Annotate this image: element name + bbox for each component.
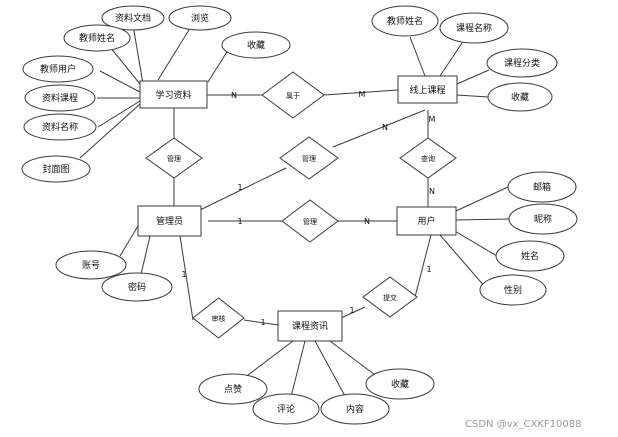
attribute-admin-account: 账号	[55, 250, 127, 280]
relationship-label: 属于	[286, 92, 300, 100]
relationship-label: 提交	[383, 293, 397, 302]
attribute-admin-password: 密码	[101, 272, 173, 302]
attribute-user-name: 姓名	[495, 240, 565, 272]
entity-admin: 管理员	[137, 205, 202, 237]
attribute-material-teacher-user: 教师用户	[22, 55, 94, 83]
relationship-review: 审核	[192, 297, 245, 339]
entity-label: 课程资讯	[292, 321, 328, 332]
cardinality-label: N	[231, 91, 237, 100]
attribute-user-gender: 性别	[479, 274, 547, 306]
cardinality-labels: N M 1 N M N 1 N 1 1 1 1	[181, 90, 435, 327]
attribute-label: 收藏	[511, 91, 529, 103]
attribute-user-email: 邮箱	[507, 171, 577, 203]
attribute-label: 性别	[504, 284, 522, 296]
attribute-material-name: 资料名称	[23, 113, 97, 141]
attribute-label: 课程分类	[504, 57, 540, 69]
cardinality-label: M	[359, 90, 366, 99]
relationship-label: 管理	[167, 154, 181, 163]
attribute-label: 资料文档	[115, 12, 151, 24]
entity-course-info: 课程资讯	[277, 310, 343, 342]
attribute-material-favorite: 收藏	[221, 31, 291, 59]
entity-label: 用户	[417, 215, 435, 227]
cardinality-label: N	[364, 217, 370, 226]
attribute-label: 内容	[346, 403, 364, 415]
attribute-course-teacher-name: 教师姓名	[371, 5, 439, 37]
cardinality-label: N	[382, 123, 388, 132]
attribute-label: 收藏	[391, 378, 409, 390]
entity-online-course: 线上课程	[397, 75, 458, 104]
attribute-label: 教师姓名	[79, 32, 115, 44]
attribute-label: 资料课程	[42, 92, 78, 104]
cardinality-label: M	[429, 115, 436, 124]
entity-label: 学习资料	[155, 89, 191, 101]
cardinality-label: 1	[181, 270, 186, 279]
attribute-label: 浏览	[191, 12, 209, 24]
attribute-course-name: 课程名称	[439, 12, 509, 44]
attribute-label: 密码	[128, 281, 146, 293]
cardinality-label: 1	[260, 318, 265, 327]
attribute-info-favorite: 收藏	[365, 368, 435, 400]
attribute-label: 资料名称	[42, 121, 78, 133]
attribute-label: 封面图	[42, 163, 69, 175]
attribute-info-like: 点赞	[198, 373, 268, 405]
cardinality-label: 1	[237, 183, 242, 192]
relationship-query: 查询	[399, 137, 457, 179]
relationship-manage-course: 管理	[279, 136, 339, 180]
relationship-manage-material: 管理	[145, 137, 203, 179]
relationship-label: 审核	[212, 314, 226, 323]
attribute-material-course: 资料课程	[24, 84, 96, 112]
diagram-edges	[79, 24, 510, 398]
attribute-course-favorite: 收藏	[487, 82, 553, 112]
attribute-label: 课程名称	[456, 22, 492, 34]
relationship-manage-user: 管理	[281, 199, 339, 243]
attribute-label: 收藏	[247, 39, 265, 51]
attribute-label: 教师用户	[40, 63, 76, 75]
watermark-text: CSDN @vx_CXKF10088	[465, 419, 582, 430]
attribute-course-category: 课程分类	[486, 48, 558, 78]
entity-user: 用户	[396, 206, 457, 236]
attribute-material-teacher-name: 教师姓名	[63, 24, 131, 52]
attribute-label: 教师姓名	[387, 15, 423, 27]
attribute-info-content: 内容	[320, 393, 390, 425]
entity-study-material: 学习资料	[139, 80, 208, 109]
attribute-info-comment: 评论	[252, 393, 320, 425]
attribute-label: 评论	[277, 403, 295, 415]
cardinality-label: 1	[426, 265, 431, 274]
relationship-label: 管理	[302, 154, 316, 163]
attribute-label: 昵称	[534, 213, 552, 225]
relationship-label: 查询	[421, 154, 435, 163]
attribute-material-cover: 封面图	[21, 155, 91, 183]
relationship-belongs-to: 属于	[261, 71, 325, 119]
attribute-material-document: 资料文档	[101, 5, 165, 31]
relationship-submit: 提交	[362, 276, 418, 318]
cardinality-label: 1	[349, 306, 354, 315]
attribute-label: 姓名	[521, 250, 539, 262]
attribute-label: 账号	[82, 260, 100, 271]
entity-label: 管理员	[156, 215, 183, 227]
attribute-material-views: 浏览	[168, 5, 232, 31]
attribute-label: 点赞	[224, 383, 242, 395]
attribute-label: 邮箱	[533, 181, 551, 193]
relationship-label: 管理	[303, 217, 317, 226]
cardinality-label: 1	[237, 217, 242, 226]
entity-label: 线上课程	[409, 84, 445, 96]
attribute-user-nickname: 昵称	[508, 203, 578, 235]
cardinality-label: N	[429, 187, 435, 196]
